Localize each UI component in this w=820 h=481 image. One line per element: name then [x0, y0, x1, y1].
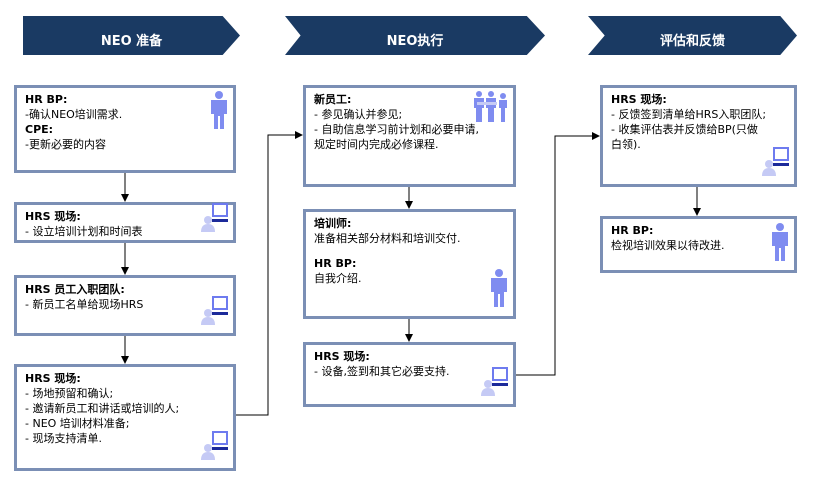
box-role-title: HR BP:: [25, 93, 68, 106]
person-icon: [209, 90, 229, 134]
computer-user-icon: [762, 146, 790, 180]
person-icon: [489, 268, 509, 312]
box-text-line: 准备相关部分材料和培训交付.: [314, 232, 461, 245]
box-role-title: HRS 现场:: [25, 210, 81, 223]
phase-eval-feedback: 评估和反馈: [588, 16, 797, 55]
box-role-title: HR BP:: [314, 257, 357, 270]
process-box: HRS 员工入职团队: - 新员工名单给现场HRS: [14, 275, 236, 336]
process-box: HRS 现场: - 设立培训计划和时间表: [14, 202, 236, 243]
box-text-line: -更新必要的内容: [25, 138, 106, 151]
person-icon: [770, 222, 790, 266]
box-text-line: 白领).: [611, 138, 641, 151]
box-text-line: - 反馈签到清单给HRS入职团队;: [611, 108, 767, 121]
box-text-line: - 设备,签到和其它必要支持.: [314, 365, 450, 378]
box-text-line: - 场地预留和确认;: [25, 387, 114, 400]
box-role-title: HRS 现场:: [25, 372, 81, 385]
box-text-line: 检视培训效果以待改进.: [611, 239, 725, 252]
process-box: HR BP: 检视培训效果以待改进.: [600, 216, 797, 273]
phase-label: NEO执行: [386, 34, 444, 49]
arrow: [516, 132, 600, 376]
box-text-line: - NEO 培训材料准备;: [25, 417, 130, 430]
phase-label: 评估和反馈: [659, 34, 725, 49]
phase-label: NEO 准备: [100, 34, 163, 49]
box-text-line: - 参见确认并参见;: [314, 108, 403, 121]
computer-user-icon: [201, 295, 229, 329]
phase-neo-exec: NEO执行: [285, 16, 545, 55]
box-role-title: 新员工:: [314, 93, 352, 106]
box-text-line: - 新员工名单给现场HRS: [25, 298, 144, 311]
box-role-title: HRS 现场:: [314, 350, 370, 363]
box-role-title: HR BP:: [611, 224, 654, 237]
arrow: [236, 131, 303, 416]
group-icon: [473, 90, 509, 128]
box-text-line: - 现场支持清单.: [25, 432, 102, 445]
box-text-line: - 设立培训计划和时间表: [25, 225, 143, 238]
box-text-line: -确认NEO培训需求.: [25, 108, 123, 121]
box-text-line: - 邀请新员工和讲话或培训的人;: [25, 402, 180, 415]
computer-user-icon: [201, 202, 229, 236]
box-text-line: - 自助信息学习前计划和必要申请,: [314, 123, 479, 136]
box-text-line: - 收集评估表并反馈给BP(只做: [611, 123, 758, 136]
process-box: 新员工: - 参见确认并参见; - 自助信息学习前计划和必要申请, 规定时间内完成必修…: [303, 85, 516, 187]
box-role-title: HRS 员工入职团队:: [25, 283, 125, 296]
box-role-title: CPE:: [25, 123, 54, 136]
box-role-title: 培训师:: [314, 217, 352, 230]
phase-neo-prep: NEO 准备: [23, 16, 240, 55]
process-box: HRS 现场: - 反馈签到清单给HRS入职团队; - 收集评估表并反馈给BP(只做…: [600, 85, 797, 187]
box-text-line: 规定时间内完成必修课程.: [314, 138, 439, 151]
computer-user-icon: [201, 430, 229, 464]
box-role-title: HRS 现场:: [611, 93, 667, 106]
process-box: HRS 现场: - 场地预留和确认; - 邀请新员工和讲话或培训的人; - NEO 培…: [14, 364, 236, 471]
process-box: HR BP: -确认NEO培训需求. CPE: -更新必要的内容: [14, 85, 236, 173]
process-box: 培训师: 准备相关部分材料和培训交付. HR BP: 自我介绍.: [303, 209, 516, 319]
computer-user-icon: [481, 366, 509, 400]
process-box: HRS 现场: - 设备,签到和其它必要支持.: [303, 342, 516, 407]
box-text-line: 自我介绍.: [314, 272, 362, 285]
